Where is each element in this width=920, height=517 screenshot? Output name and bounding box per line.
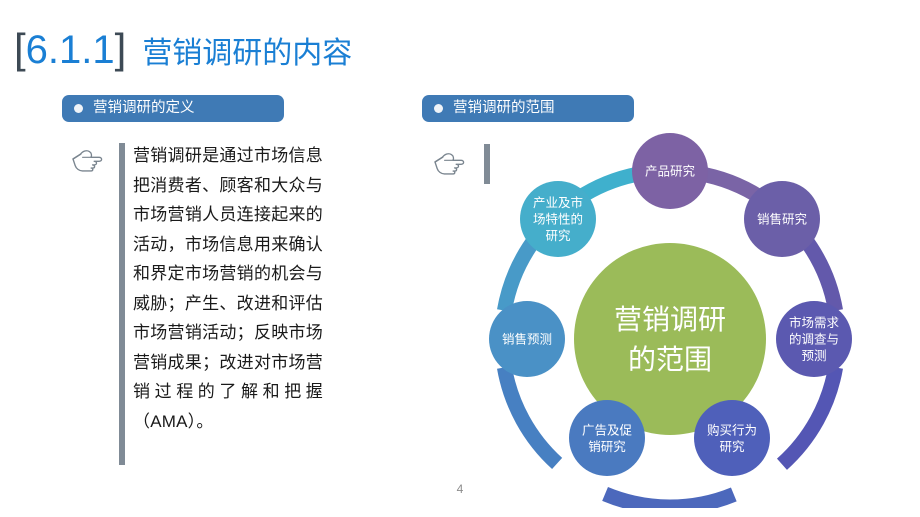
node-circle[interactable] <box>569 400 645 476</box>
page-number: 4 <box>456 482 464 496</box>
center-circle <box>574 243 766 435</box>
diagram-node[interactable]: 销售预测 <box>489 301 565 377</box>
node-circle[interactable] <box>489 301 565 377</box>
diagram-svg: 营销调研的范围 产品研究销售研究市场需求的调查与预测购买行为研究广告及促销研究销… <box>489 133 852 508</box>
node-label-line: 销售预测 <box>502 332 552 347</box>
section-header-definition-label: 营销调研的定义 <box>93 100 195 117</box>
right-accent-bar <box>484 144 490 184</box>
node-circle[interactable] <box>694 400 770 476</box>
node-label-line: 场特性的 <box>533 212 583 227</box>
title-heading-text: 营销调研的内容 <box>142 37 353 70</box>
section-header-definition[interactable]: 营销调研的定义 <box>62 95 284 122</box>
connector-arc <box>602 486 737 508</box>
center-label-line: 营销调研 <box>614 304 726 335</box>
center-node: 营销调研的范围 <box>574 243 766 435</box>
title-bracket-open: [ <box>14 25 26 72</box>
left-accent-bar <box>119 143 125 465</box>
diagram-node[interactable]: 产品研究 <box>632 133 708 209</box>
connector-arc <box>697 166 767 205</box>
title-number: 6.1.1 <box>25 28 115 72</box>
outer-nodes: 产品研究销售研究市场需求的调查与预测购买行为研究广告及促销研究销售预测产业及市场… <box>489 133 852 476</box>
node-label-line: 的调查与 <box>789 332 839 347</box>
pointing-hand-icon <box>70 147 108 177</box>
node-label-line: 广告及促 <box>582 423 633 437</box>
section-header-scope[interactable]: 营销调研的范围 <box>422 95 634 122</box>
node-label-line: 研究 <box>719 439 745 454</box>
page-title: [ 6.1.1 ] 营销调研的内容 <box>14 25 353 72</box>
bullet-dot-icon <box>434 104 443 113</box>
connector-arc <box>497 232 543 312</box>
node-circle[interactable] <box>632 133 708 209</box>
center-label-line: 的范围 <box>628 344 712 375</box>
title-bracket-close: ] <box>114 25 127 72</box>
node-label-line: 销研究 <box>588 439 626 454</box>
node-label-line: 产业及市 <box>533 195 583 210</box>
pointing-hand-icon <box>432 150 470 180</box>
node-circle[interactable] <box>744 181 820 257</box>
node-circle[interactable] <box>520 181 596 257</box>
connector-arc <box>776 366 843 470</box>
diagram-node[interactable]: 销售研究 <box>744 181 820 257</box>
node-label-line: 市场需求 <box>789 315 840 330</box>
radial-cycle-diagram: 营销调研的范围 产品研究销售研究市场需求的调查与预测购买行为研究广告及促销研究销… <box>470 128 880 508</box>
node-label-line: 购买行为 <box>707 422 757 437</box>
node-label-line: 产品研究 <box>645 164 696 179</box>
node-circle[interactable] <box>776 301 852 377</box>
connector-arc <box>797 232 843 312</box>
connector-arc <box>573 166 643 205</box>
definition-paragraph: 营销调研是通过市场信息把消费者、顾客和大众与市场营销人员连接起来的活动，市场信息… <box>133 146 323 431</box>
connector-arc <box>497 366 563 469</box>
bullet-dot-icon <box>74 104 83 113</box>
node-label-line: 预测 <box>801 349 826 363</box>
section-header-scope-label: 营销调研的范围 <box>453 100 555 117</box>
node-label-line: 销售研究 <box>757 212 808 227</box>
node-label-line: 研究 <box>545 228 571 243</box>
